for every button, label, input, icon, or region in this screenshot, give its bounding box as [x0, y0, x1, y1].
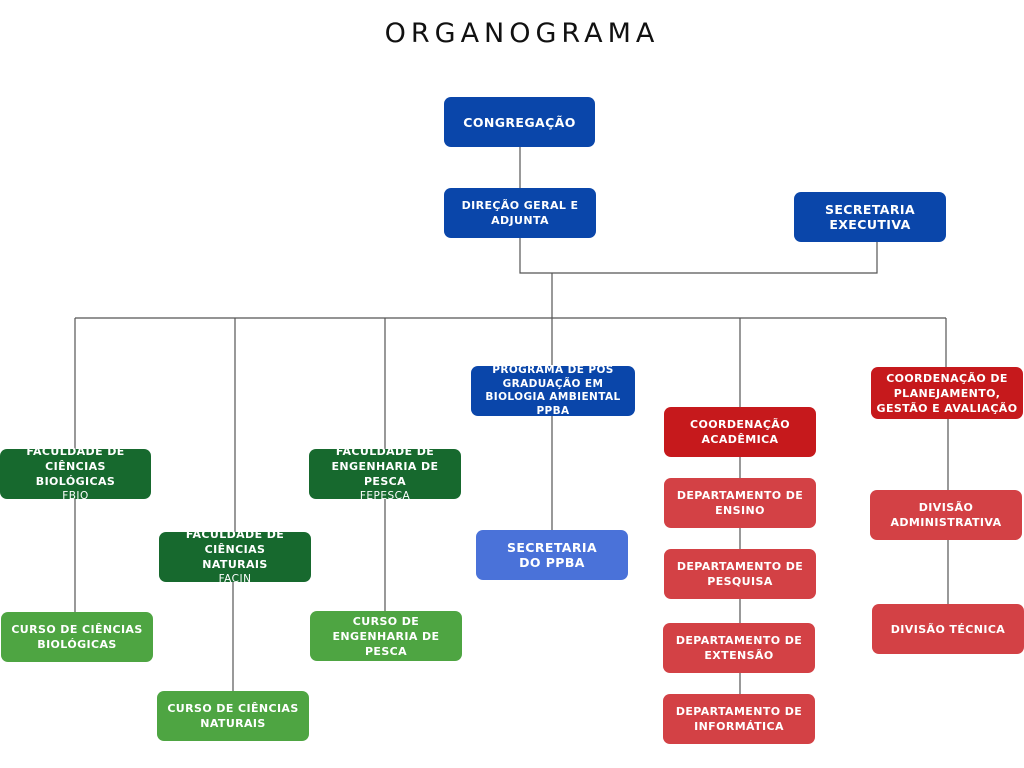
node-label: COORDENAÇÃO DE PLANEJAMENTO, GESTÃO E AV…	[876, 371, 1018, 415]
node-facin: FACULDADE DE CIÊNCIAS NATURAIS FACIN	[159, 528, 311, 585]
node-curso-ciencias-biologicas: CURSO DE CIÊNCIAS BIOLÓGICAS	[1, 612, 153, 662]
node-label: CONGREGAÇÃO	[463, 114, 576, 130]
node-congregacao: CONGREGAÇÃO	[444, 97, 595, 147]
node-secretaria-ppba: SECRETARIA DO PPBA	[476, 530, 628, 580]
node-label: DEPARTAMENTO DE ENSINO	[676, 489, 804, 517]
node-abbreviation: FEPESCA	[359, 490, 411, 502]
node-departamento-informatica: DEPARTAMENTO DE INFORMÁTICA	[663, 694, 815, 744]
node-fepesca: FACULDADE DE ENGENHARIA DE PESCA FEPESCA	[309, 445, 461, 502]
chart-title: ORGANOGRAMA	[384, 18, 660, 49]
node-label: DIVISÃO TÉCNICA	[890, 622, 1006, 636]
node-label: DEPARTAMENTO DE INFORMÁTICA	[675, 705, 803, 733]
node-secretaria-executiva: SECRETARIA EXECUTIVA	[794, 192, 946, 242]
node-abbreviation: FACIN	[218, 573, 252, 585]
node-label: CURSO DE CIÊNCIAS NATURAIS	[167, 702, 299, 730]
node-label: DEPARTAMENTO DE EXTENSÃO	[675, 634, 803, 662]
node-label: DIREÇÃO GERAL E ADJUNTA	[461, 199, 579, 227]
node-label: SECRETARIA EXECUTIVA	[824, 202, 916, 232]
connector	[519, 237, 878, 274]
node-label: DIVISÃO ADMINISTRATIVA	[890, 501, 1002, 529]
node-label: CURSO DE ENGENHARIA DE PESCA	[332, 614, 440, 658]
node-abbreviation: FBIO	[62, 490, 89, 502]
node-label: COORDENAÇÃO ACADÊMICA	[690, 418, 790, 446]
node-label: SECRETARIA DO PPBA	[506, 540, 598, 570]
node-departamento-extensao: DEPARTAMENTO DE EXTENSÃO	[663, 623, 815, 673]
node-direcao-geral: DIREÇÃO GERAL E ADJUNTA	[444, 188, 596, 238]
node-label: FACULDADE DE ENGENHARIA DE PESCA	[331, 445, 439, 488]
node-divisao-administrativa: DIVISÃO ADMINISTRATIVA	[870, 490, 1022, 540]
node-coordenacao-planejamento: COORDENAÇÃO DE PLANEJAMENTO, GESTÃO E AV…	[871, 367, 1023, 419]
node-departamento-ensino: DEPARTAMENTO DE ENSINO	[664, 478, 816, 528]
node-curso-engenharia-pesca: CURSO DE ENGENHARIA DE PESCA	[310, 611, 462, 661]
node-label: CURSO DE CIÊNCIAS BIOLÓGICAS	[11, 623, 143, 651]
node-label: PROGRAMA DE PÓS GRADUAÇÃO EM BIOLOGIA AM…	[485, 364, 621, 417]
node-programa-ppba: PROGRAMA DE PÓS GRADUAÇÃO EM BIOLOGIA AM…	[471, 364, 635, 417]
node-curso-ciencias-naturais: CURSO DE CIÊNCIAS NATURAIS	[157, 691, 309, 741]
node-divisao-tecnica: DIVISÃO TÉCNICA	[872, 604, 1024, 654]
node-label: FACULDADE DE CIÊNCIAS NATURAIS	[185, 528, 285, 571]
node-departamento-pesquisa: DEPARTAMENTO DE PESQUISA	[664, 549, 816, 599]
node-fbio: FACULDADE DE CIÊNCIAS BIOLÓGICAS FBIO	[0, 445, 151, 502]
node-coordenacao-academica: COORDENAÇÃO ACADÊMICA	[664, 407, 816, 457]
node-label: DEPARTAMENTO DE PESQUISA	[676, 560, 804, 588]
node-label: FACULDADE DE CIÊNCIAS BIOLÓGICAS	[26, 445, 125, 488]
